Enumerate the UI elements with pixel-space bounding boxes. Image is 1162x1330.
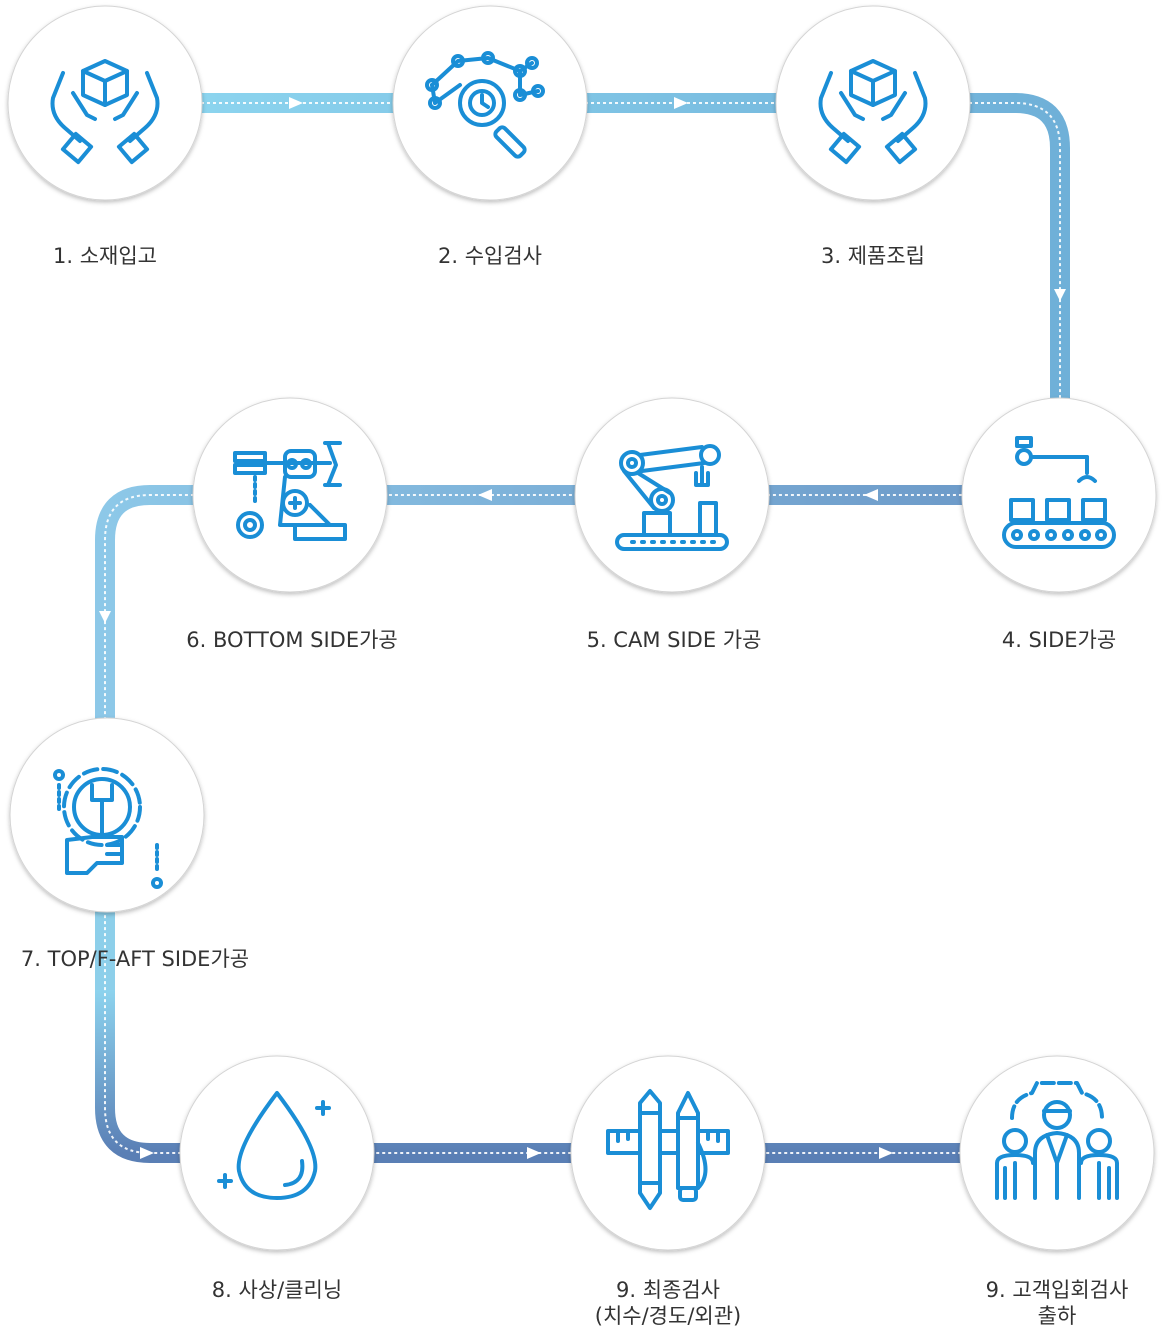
robot-conveyor-icon [1002,436,1116,549]
arrow-right [527,1147,541,1159]
arrow-left [864,489,878,501]
arrow-down [99,611,111,623]
hands-box-icon [818,59,928,165]
water-drop-icon [217,1091,331,1200]
step-circle-4 [961,397,1157,593]
step-label-1: 1. 소재입고 [53,244,157,268]
magnifier-network-icon [425,51,545,159]
step-circle-7 [9,717,205,913]
step-circle-6 [192,397,388,593]
step-label-3: 3. 제품조립 [821,244,925,268]
arrow-right [879,1147,893,1159]
step-label-6: 6. BOTTOM SIDE가공 [186,628,398,652]
hands-box-icon [50,59,160,165]
step-label-5: 5. CAM SIDE 가공 [586,628,762,652]
robot-arm-icon [615,444,729,551]
arrow-right [674,97,688,109]
arrow-down [1054,289,1066,301]
arrow-left [478,489,492,501]
ruler-pens-icon [606,1089,730,1210]
step-circles [7,5,1157,1251]
arrow-right [140,1147,154,1159]
step-label-9: 9. 최종검사 (치수/경도/외관) [594,1278,742,1328]
step-label-2: 2. 수입검사 [438,244,542,268]
step-circle-2 [392,5,588,201]
flow-arrows [99,97,1066,1159]
step-circle-10 [959,1055,1155,1251]
wrench-gear-icon [53,767,163,889]
team-icon [995,1081,1119,1200]
step-label-4: 4. SIDE가공 [1001,628,1117,652]
robot-gear-icon [233,441,347,541]
step-label-7: 7. TOP/F-AFT SIDE가공 [20,947,250,971]
step-label-10: 9. 고객입회검사 출하 [985,1278,1129,1328]
step-circle-8 [179,1055,375,1251]
arrow-right [289,97,303,109]
step-label-8: 8. 사상/클리닝 [211,1278,343,1302]
